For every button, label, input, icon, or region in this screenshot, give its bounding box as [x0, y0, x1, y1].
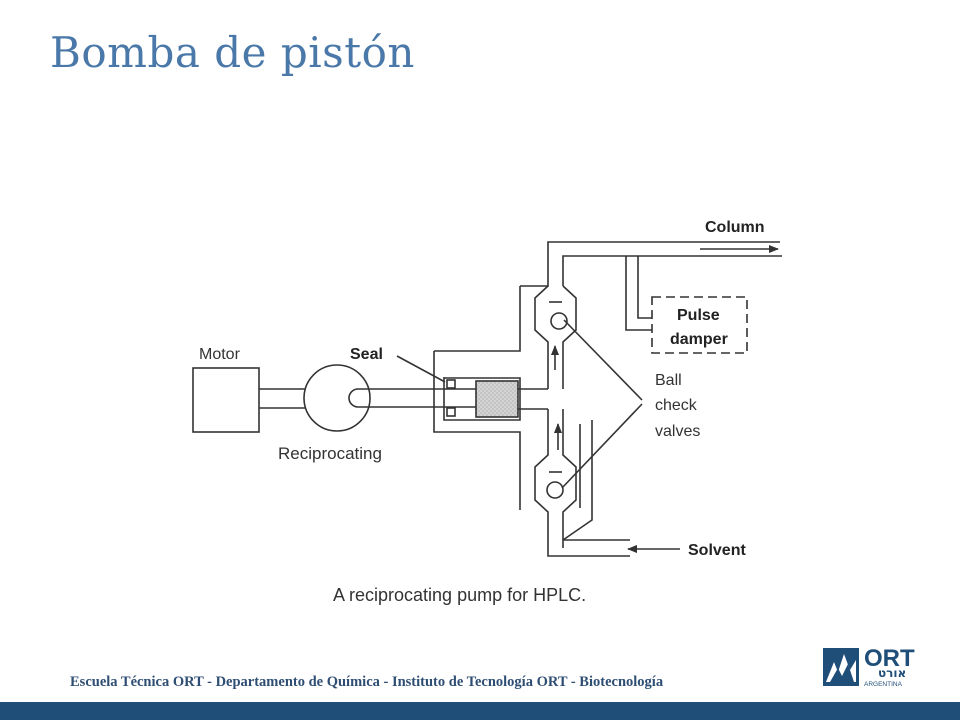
check-label: check: [655, 397, 698, 414]
ort-logo-emblem: [823, 648, 859, 686]
ball-leader-upper: [563, 319, 643, 401]
solvent-inlet: [547, 548, 630, 557]
ball-leader-lower: [561, 403, 643, 489]
diagram-caption: A reciprocating pump for HPLC.: [333, 585, 586, 605]
lower-valve-body: [534, 409, 549, 548]
valves-label: valves: [655, 423, 700, 440]
solvent-label: Solvent: [688, 542, 746, 559]
motor-label: Motor: [199, 346, 241, 363]
damper-label: damper: [670, 331, 728, 348]
pulse-label: Pulse: [677, 307, 720, 324]
pump-head-housing: [433, 286, 521, 510]
ort-logo-country: ARGENTINA: [864, 681, 903, 688]
footer-text: Escuela Técnica ORT - Departamento de Qu…: [70, 674, 664, 690]
footer-bar: [0, 702, 960, 720]
seal-label: Seal: [350, 346, 383, 363]
reciprocating-label: Reciprocating: [278, 444, 382, 463]
upper-ball: [550, 312, 568, 330]
reciprocating-cam: [303, 364, 371, 432]
ort-logo-hebrew: אורט: [878, 666, 906, 680]
ort-logo: ORT אורט ARGENTINA: [823, 645, 915, 688]
piston-chamber: [475, 380, 519, 418]
lower-ball: [546, 481, 564, 499]
outlet-line: [520, 241, 780, 287]
damper-branch: [625, 256, 652, 331]
ball-label: Ball: [655, 372, 682, 389]
slide-title: Bomba de pistón: [50, 28, 415, 77]
motor-box: [192, 367, 260, 433]
seal-lower: [446, 407, 456, 417]
column-label: Column: [705, 219, 765, 236]
upper-valve-body: [534, 285, 549, 389]
pulse-damper-box: [651, 296, 748, 354]
seal-upper: [446, 379, 456, 389]
ort-logo-name: ORT: [864, 645, 915, 672]
seal-leader: [396, 355, 446, 383]
